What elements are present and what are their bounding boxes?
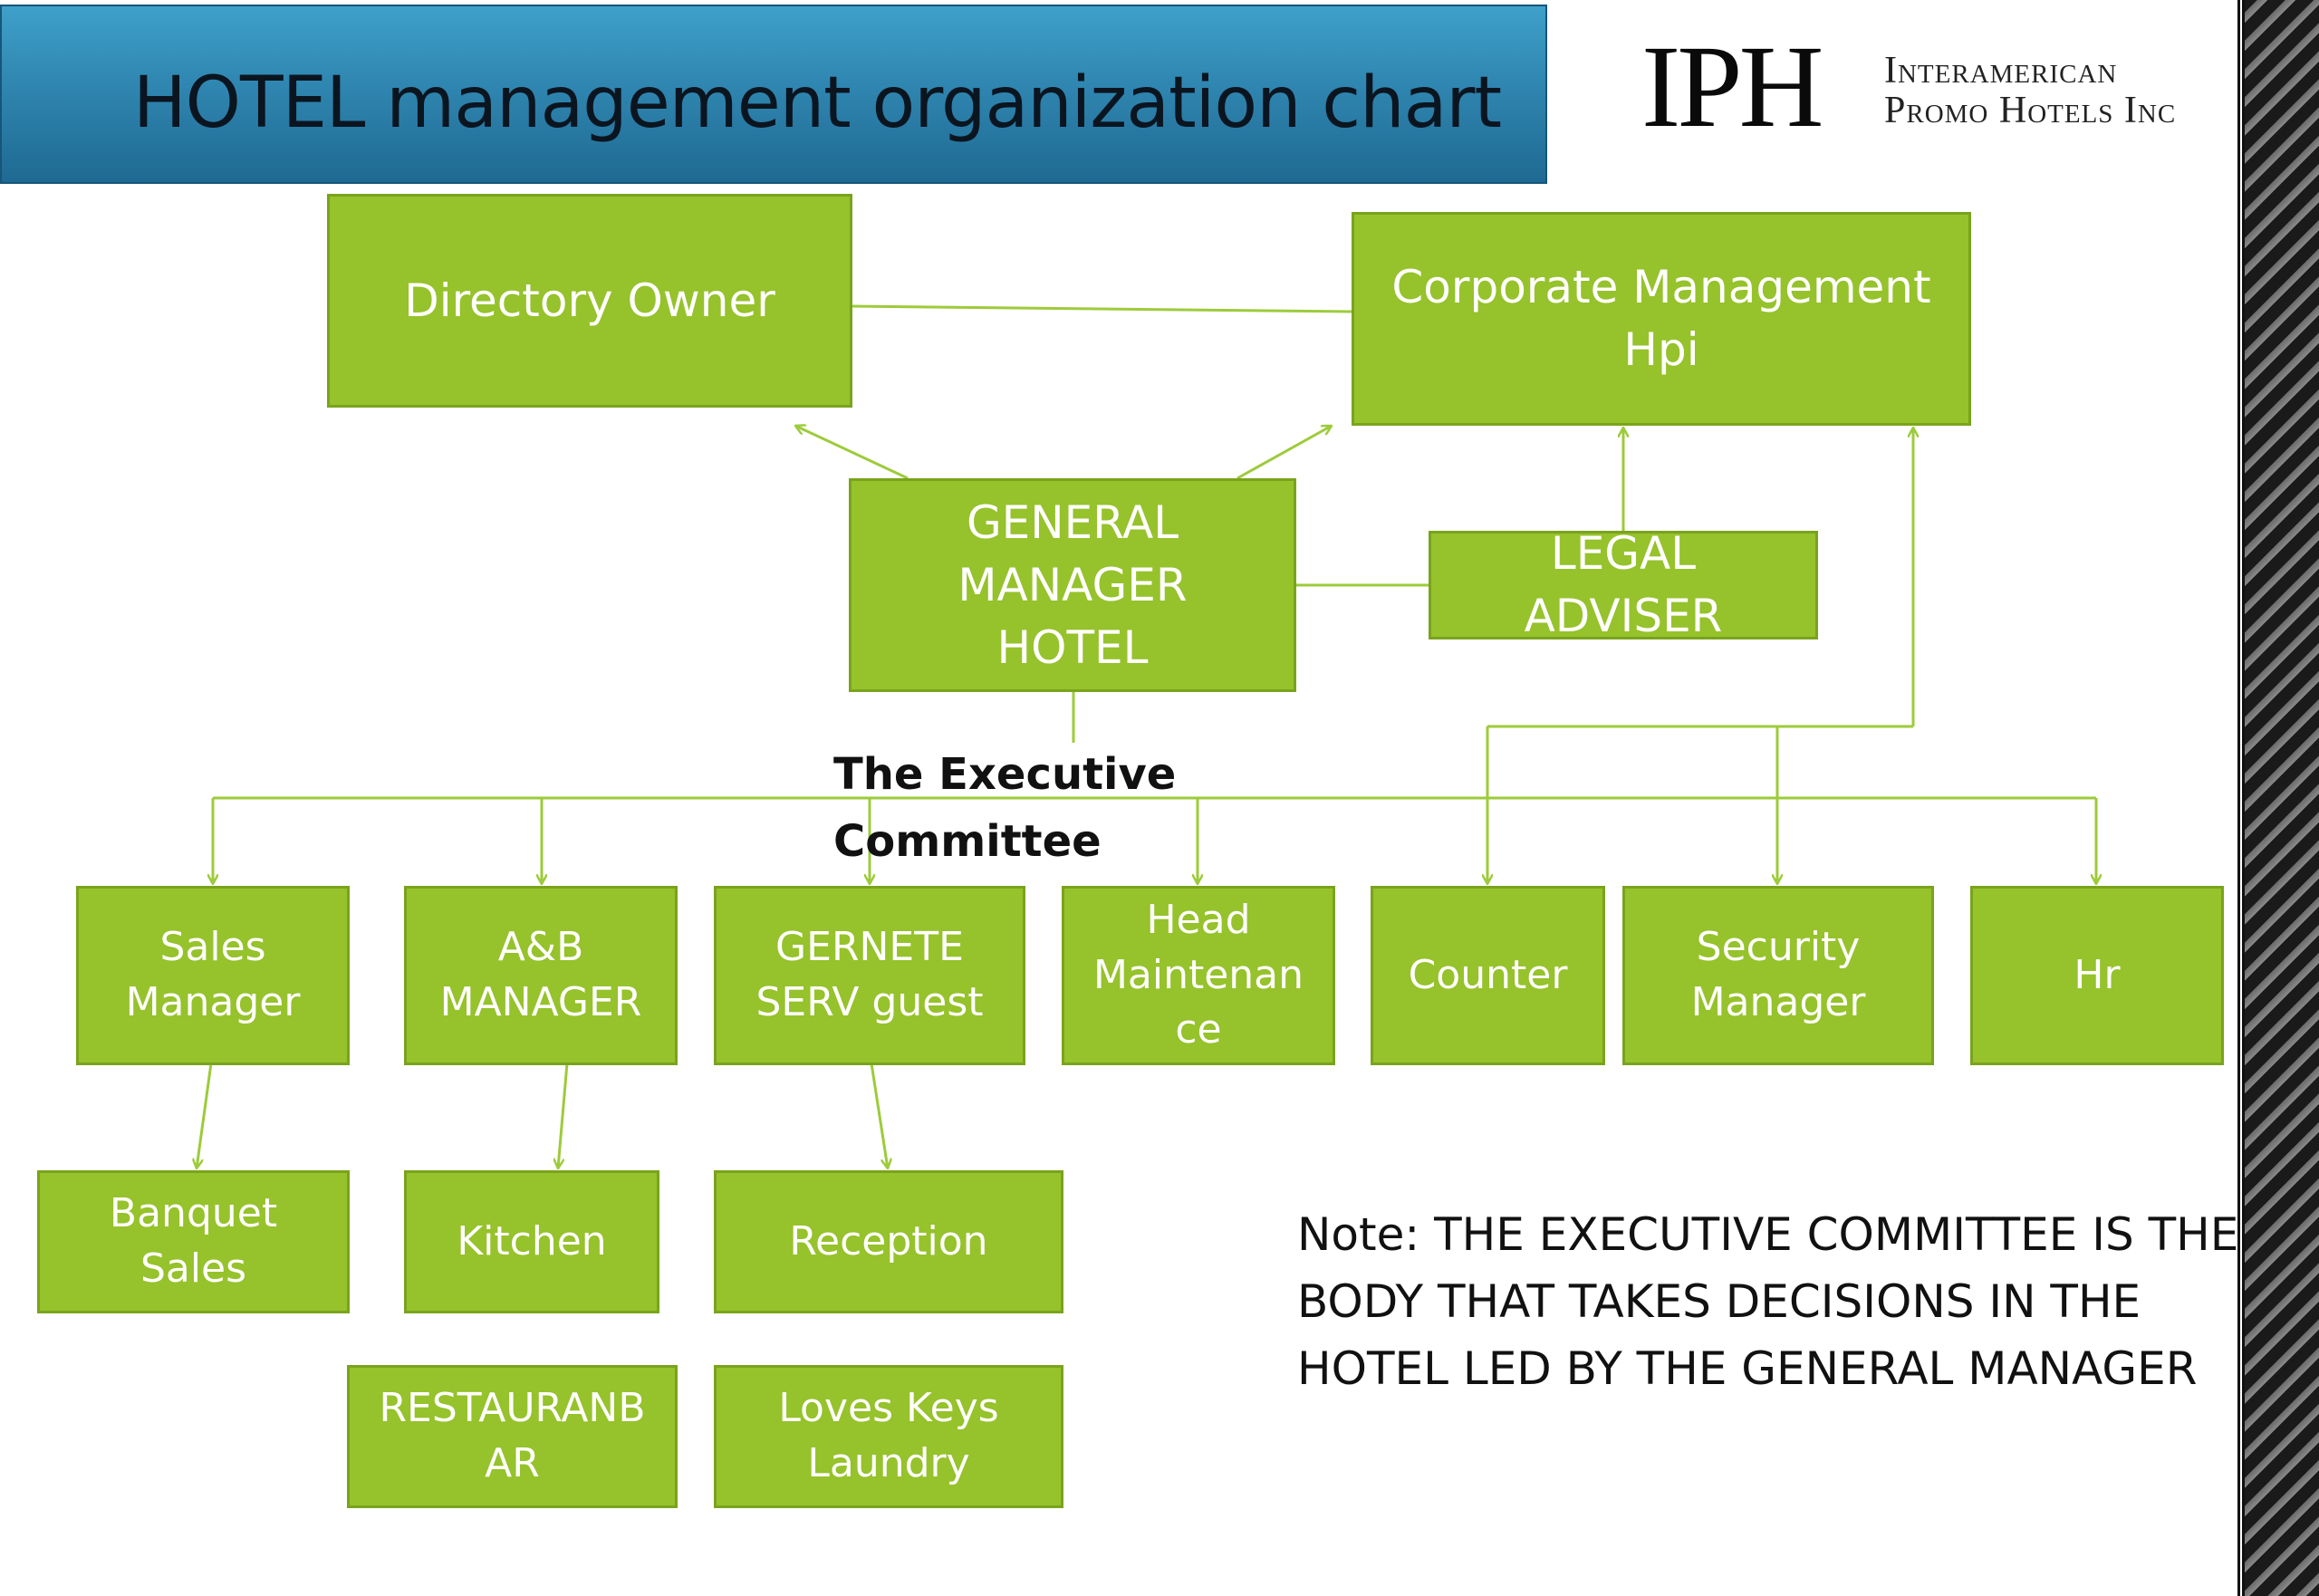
arrow-gm-to-corporate [1236, 424, 1332, 480]
node-kitchen: Kitchen [404, 1170, 659, 1313]
node-gernete-serv-guest: GERNETE SERV guest [714, 886, 1025, 1065]
arrow-ab-to-kitchen [558, 1062, 569, 1168]
node-restaurant-bar: RESTAURANB AR [347, 1365, 678, 1508]
node-hr: Hr [1970, 886, 2224, 1065]
title-bar: HOTEL management organization chart [0, 5, 1547, 184]
node-head-maintenance: Head Maintenan ce [1062, 886, 1335, 1065]
note-text: Note: THE EXECUTIVE COMMITTEE IS THE BOD… [1297, 1208, 2239, 1395]
connector-owner-corporate [849, 304, 1352, 313]
node-counter: Counter [1371, 886, 1605, 1065]
node-directory-owner: Directory Owner [327, 194, 852, 408]
logo-line-1: Interamerican [1884, 50, 2118, 91]
node-reception: Reception [714, 1170, 1063, 1313]
decorative-edge-pattern [2239, 0, 2319, 1596]
node-loves-keys-laundry: Loves Keys Laundry [714, 1365, 1063, 1508]
node-banquet-sales: Banquet Sales [37, 1170, 350, 1313]
company-logo: IPH Interamerican Promo Hotels Inc [1641, 22, 2221, 152]
arrow-sales-to-banquet [197, 1062, 213, 1168]
executive-committee-label: The Executive Committee [833, 749, 1177, 867]
arrow-gm-to-owner [795, 426, 909, 480]
node-legal-adviser: LEGAL ADVISER [1429, 527, 1818, 642]
arrow-gernete-to-reception [870, 1062, 888, 1168]
node-general-manager: GENERAL MANAGER HOTEL [849, 478, 1296, 692]
page-title: HOTEL management organization chart [133, 62, 1502, 144]
logo-line-2: Promo Hotels Inc [1884, 90, 2177, 131]
node-corporate-management: Corporate Management Hpi [1352, 212, 1971, 426]
logo-mark: IPH [1641, 22, 1823, 152]
node-sales-manager: Sales Manager [76, 886, 350, 1065]
slide-edge-divider [2237, 0, 2245, 1596]
node-ab-manager: A&B MANAGER [404, 886, 678, 1065]
node-security-manager: Security Manager [1622, 886, 1934, 1065]
